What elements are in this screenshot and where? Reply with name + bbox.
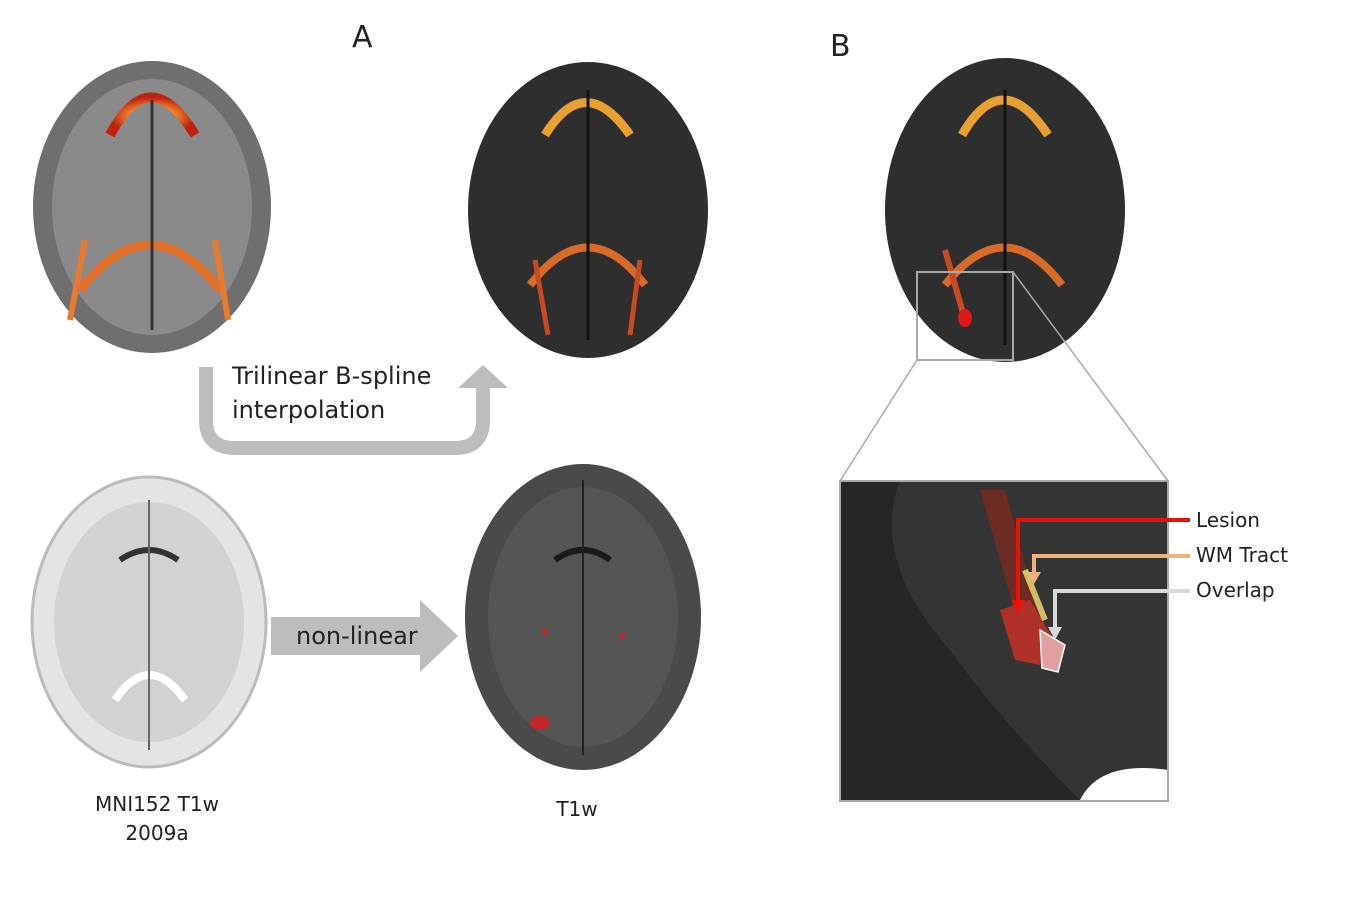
interpolation-label-line1: Trilinear B-spline [231,362,431,390]
legend-overlap [1048,589,1190,640]
panel-label-b: B [830,29,851,64]
non-linear-label: non-linear [296,622,418,650]
brain-subject-with-tracts [468,62,708,358]
template-caption-line1: MNI152 T1w [95,792,219,816]
legend-lesion [1011,518,1190,614]
non-linear-arrow [271,600,458,672]
legend-wm-tract [1027,554,1190,584]
interpolation-label-line2: interpolation [232,396,385,424]
brain-mni-template [30,475,268,769]
panel-label-a: A [352,20,373,55]
zoom-guide-line [1012,271,1169,482]
legend-wm-tract-label: WM Tract [1196,543,1288,567]
template-caption-line2: 2009a [125,821,188,845]
brain-lesion-overlay [885,58,1125,362]
brain-template-with-tracts [33,61,271,353]
zoom-inset [839,480,1169,802]
subject-caption: T1w [555,797,597,821]
interpolation-arrow [199,365,508,455]
zoom-guide-line [839,359,918,482]
legend-lesion-label: Lesion [1196,508,1260,532]
legend-overlap-label: Overlap [1196,578,1275,602]
zoom-region-box [916,271,1014,361]
brain-subject-t1w [465,464,701,770]
